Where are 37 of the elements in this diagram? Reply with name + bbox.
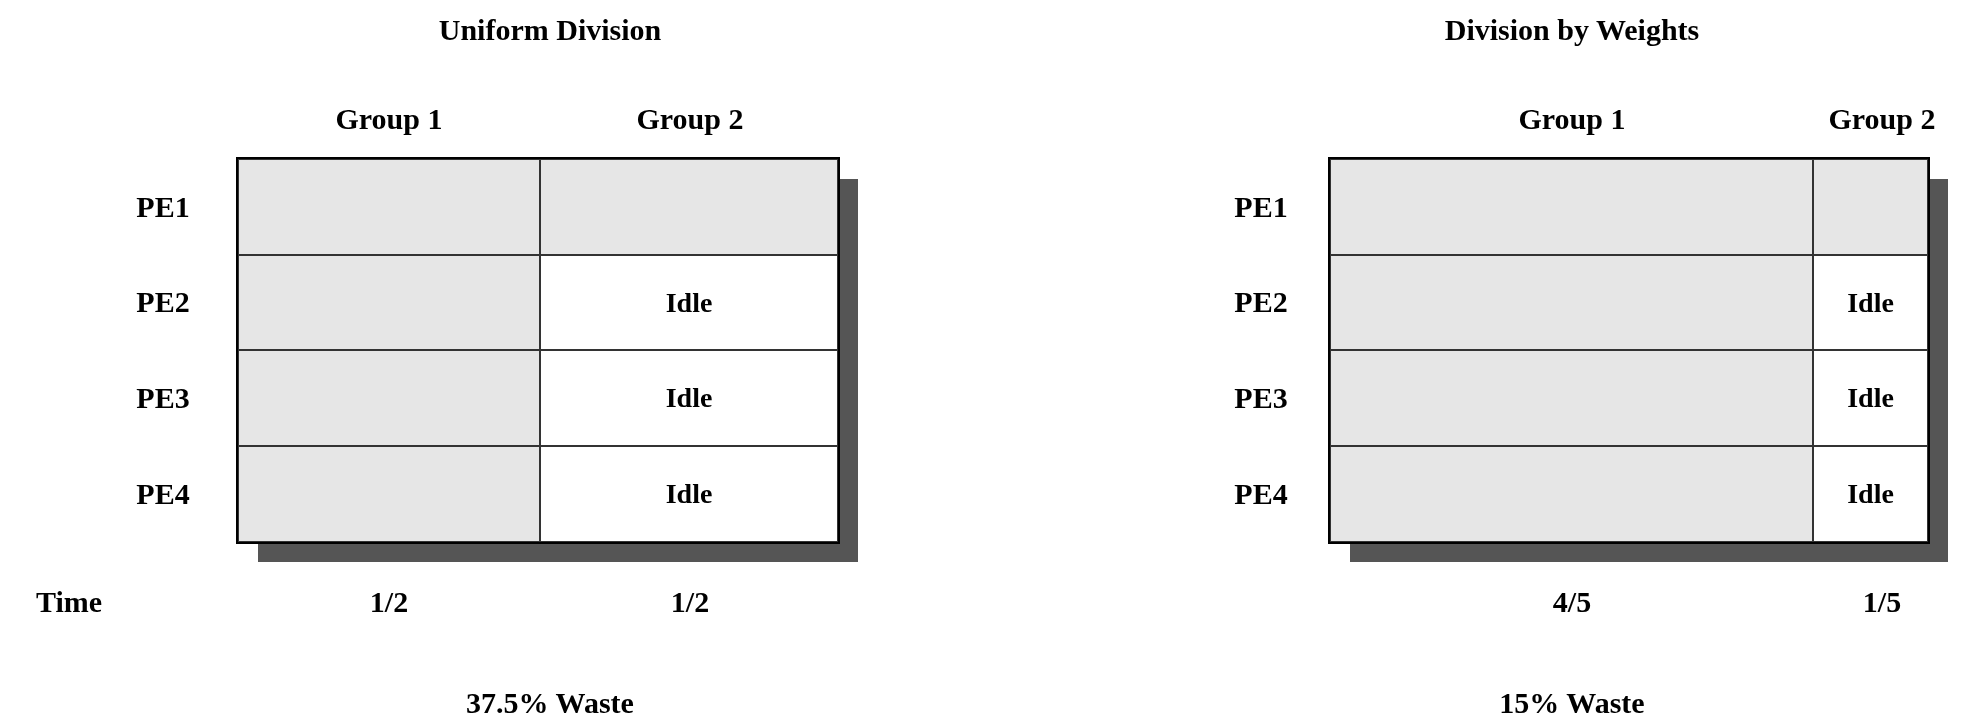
column-header: Group 1 (1518, 104, 1626, 134)
busy-cell (1330, 446, 1813, 542)
time-value: 1/5 (1862, 587, 1902, 617)
row-label: PE3 (136, 383, 190, 413)
waste-note: 15% Waste (1499, 688, 1645, 718)
row-label: PE1 (1234, 192, 1288, 222)
idle-cell: Idle (540, 446, 838, 542)
row-label: PE4 (136, 479, 190, 509)
time-value: 1/2 (369, 587, 409, 617)
busy-cell (1330, 159, 1813, 255)
waste-note: 37.5% Waste (466, 688, 634, 718)
row-label: PE4 (1234, 479, 1288, 509)
column-header: Group 2 (1828, 104, 1936, 134)
axis-label: Time (35, 587, 103, 617)
busy-cell (238, 255, 540, 350)
time-value: 1/2 (670, 587, 710, 617)
idle-cell: Idle (1813, 446, 1928, 542)
panel-title: Division by Weights (1444, 15, 1700, 45)
row-label: PE3 (1234, 383, 1288, 413)
busy-cell (1813, 159, 1928, 255)
busy-cell (1330, 255, 1813, 350)
idle-cell: Idle (1813, 255, 1928, 350)
row-label: PE1 (136, 192, 190, 222)
row-label: PE2 (136, 287, 190, 317)
time-value: 4/5 (1552, 587, 1592, 617)
busy-cell (540, 159, 838, 255)
idle-cell: Idle (540, 255, 838, 350)
busy-cell (238, 446, 540, 542)
panel-title: Uniform Division (438, 15, 662, 45)
column-header: Group 1 (335, 104, 443, 134)
busy-cell (238, 350, 540, 446)
idle-cell: Idle (540, 350, 838, 446)
row-label: PE2 (1234, 287, 1288, 317)
busy-cell (238, 159, 540, 255)
idle-cell: Idle (1813, 350, 1928, 446)
column-header: Group 2 (636, 104, 744, 134)
busy-cell (1330, 350, 1813, 446)
